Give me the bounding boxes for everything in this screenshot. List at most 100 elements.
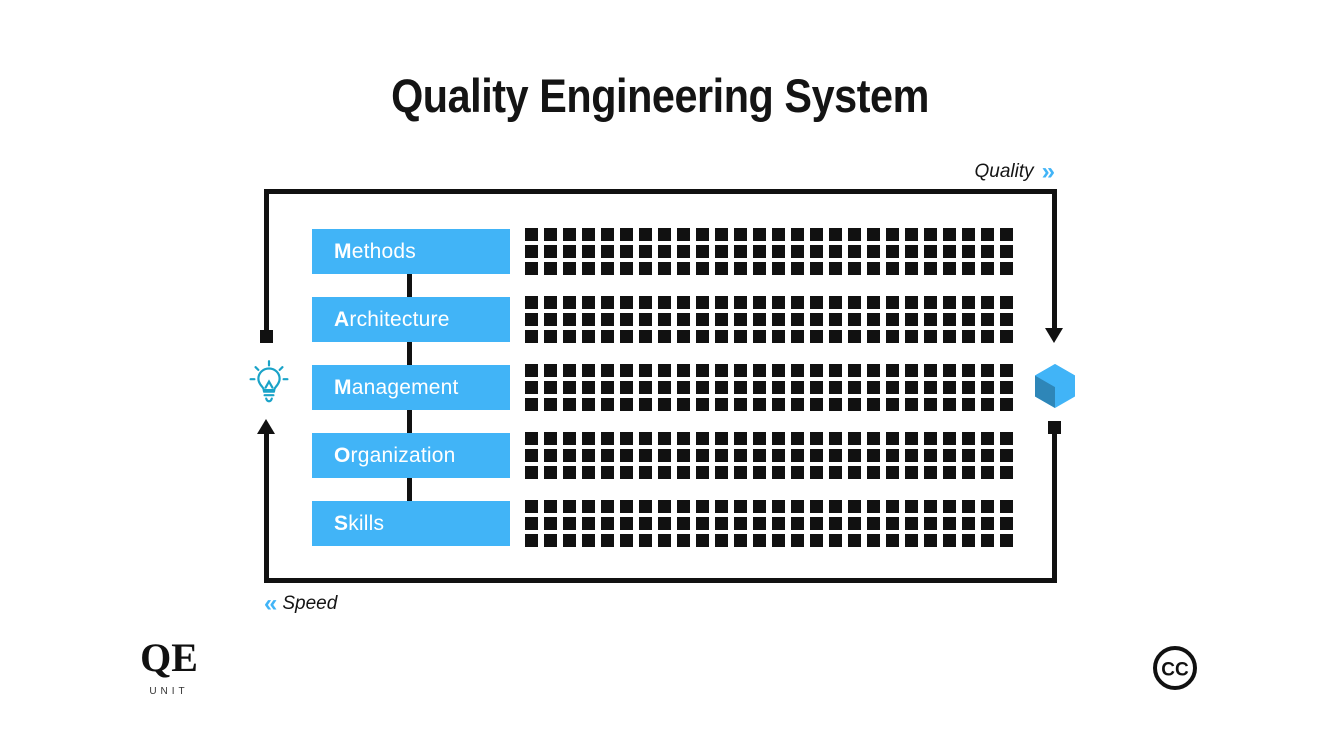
capability-cell xyxy=(791,313,804,326)
capability-cell xyxy=(601,398,614,411)
capability-cell xyxy=(867,449,880,462)
capability-cell xyxy=(810,449,823,462)
capability-cell xyxy=(696,313,709,326)
capability-cell xyxy=(772,228,785,241)
capability-cell xyxy=(810,466,823,479)
capability-cell xyxy=(905,534,918,547)
pillar-row-architecture: Architecture xyxy=(312,296,1013,365)
capability-cell xyxy=(829,449,842,462)
capability-cell xyxy=(867,330,880,343)
capability-cell xyxy=(715,245,728,258)
pillar-row-management: Management xyxy=(312,364,1013,433)
capability-cell xyxy=(658,296,671,309)
capability-cell xyxy=(981,517,994,530)
capability-cell xyxy=(1000,228,1013,241)
quality-label-text: Quality xyxy=(974,161,1034,182)
capability-cell xyxy=(924,398,937,411)
capability-cell xyxy=(563,517,576,530)
capability-cell xyxy=(620,466,633,479)
capability-cell xyxy=(658,466,671,479)
capability-cell xyxy=(544,517,557,530)
page-title: Quality Engineering System xyxy=(391,69,929,122)
capability-cell xyxy=(924,313,937,326)
capability-cell xyxy=(848,228,861,241)
pillar-box-architecture[interactable]: Architecture xyxy=(312,297,510,342)
capability-cell xyxy=(677,381,690,394)
capability-cell xyxy=(620,296,633,309)
capability-cell xyxy=(886,296,899,309)
pillar-initial-skills: S xyxy=(334,511,349,535)
capability-cell xyxy=(658,534,671,547)
capability-cell xyxy=(886,517,899,530)
capability-cell xyxy=(1000,398,1013,411)
capability-cell xyxy=(886,449,899,462)
loop-right-upper-line xyxy=(1052,189,1057,337)
capability-cell xyxy=(563,500,576,513)
capability-cell xyxy=(867,517,880,530)
pillar-box-organization[interactable]: Organization xyxy=(312,433,510,478)
capability-cell xyxy=(886,330,899,343)
capability-cell xyxy=(867,381,880,394)
capability-cell xyxy=(563,228,576,241)
capability-cell xyxy=(981,466,994,479)
capability-cell xyxy=(848,500,861,513)
capability-cell xyxy=(734,364,747,377)
capability-cell xyxy=(734,296,747,309)
capability-cell xyxy=(658,245,671,258)
pillar-row-skills: Skills xyxy=(312,500,1013,547)
capability-cell xyxy=(810,517,823,530)
capability-cell xyxy=(753,449,766,462)
pillar-label-architecture: Architecture xyxy=(334,308,450,332)
loop-bottom-line xyxy=(264,578,1057,583)
capability-cell xyxy=(544,534,557,547)
capability-cell xyxy=(544,364,557,377)
capability-cell xyxy=(677,262,690,275)
capability-cell xyxy=(791,245,804,258)
capability-cell xyxy=(1000,381,1013,394)
capability-cell xyxy=(639,228,652,241)
capability-cell xyxy=(848,432,861,445)
capability-cell xyxy=(867,228,880,241)
capability-cell xyxy=(829,500,842,513)
capability-cell xyxy=(867,262,880,275)
capability-cell xyxy=(981,432,994,445)
capability-cell xyxy=(582,330,595,343)
capability-grid-skills xyxy=(525,500,1013,547)
capability-cell xyxy=(848,262,861,275)
capability-cell xyxy=(563,432,576,445)
right-line-square-terminal xyxy=(1048,421,1061,434)
capability-cell xyxy=(563,449,576,462)
capability-cell xyxy=(924,245,937,258)
capability-cell xyxy=(943,313,956,326)
capability-cell xyxy=(943,228,956,241)
pillar-initial-management: M xyxy=(334,375,352,399)
pillar-label-management: Management xyxy=(334,376,459,400)
capability-cell xyxy=(829,364,842,377)
capability-cell xyxy=(848,364,861,377)
capability-cell xyxy=(544,466,557,479)
pillar-box-methods[interactable]: Methods xyxy=(312,229,510,274)
capability-cell xyxy=(734,313,747,326)
capability-cell xyxy=(677,313,690,326)
pillar-box-skills[interactable]: Skills xyxy=(312,501,510,546)
capability-cell xyxy=(601,517,614,530)
capability-cell xyxy=(962,381,975,394)
capability-cell xyxy=(943,262,956,275)
capability-cell xyxy=(981,381,994,394)
capability-cell xyxy=(962,398,975,411)
capability-cell xyxy=(544,245,557,258)
capability-cell xyxy=(696,398,709,411)
capability-cell xyxy=(563,381,576,394)
capability-cell xyxy=(1000,449,1013,462)
capability-cell xyxy=(943,364,956,377)
capability-cell xyxy=(848,381,861,394)
capability-cell xyxy=(829,534,842,547)
capability-cell xyxy=(791,381,804,394)
capability-cell xyxy=(943,381,956,394)
capability-cell xyxy=(886,534,899,547)
capability-cell xyxy=(962,262,975,275)
pillar-box-management[interactable]: Management xyxy=(312,365,510,410)
capability-cell xyxy=(658,449,671,462)
capability-cell xyxy=(639,398,652,411)
